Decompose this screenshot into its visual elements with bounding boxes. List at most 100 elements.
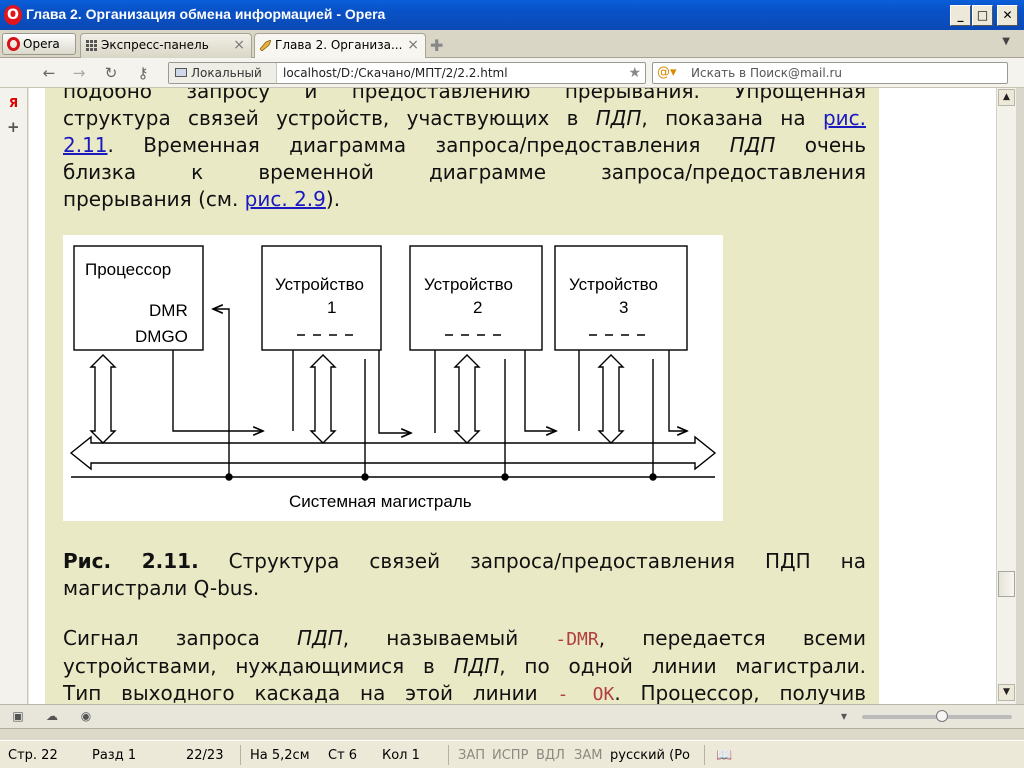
search-engine-icon[interactable]: @▾ <box>657 65 677 80</box>
tab-speed-dial[interactable]: Экспресс-панель × <box>80 33 252 58</box>
tab-label: Экспресс-панель <box>101 38 209 52</box>
panel-sidebar: Я + <box>0 88 28 704</box>
status-track[interactable]: ИСПР <box>492 748 529 763</box>
computer-icon <box>175 68 187 77</box>
text: , называемый <box>342 626 556 650</box>
url-text[interactable]: localhost/D:/Скачано/МПТ/2/2.2.html <box>283 66 508 80</box>
bus-diagram: Процессор DMR DMGO Устройство 1 Устройст… <box>69 245 717 511</box>
text-line: структура связей устройств, участвующих … <box>63 105 866 132</box>
figure-link[interactable]: рис. 2.9 <box>244 187 326 211</box>
yandex-icon[interactable]: Я <box>8 96 19 110</box>
device-3-box <box>554 245 688 351</box>
local-badge[interactable]: Локальный <box>169 63 277 83</box>
status-line: Ст 6 <box>328 748 358 763</box>
caption-label: Рис. 2.11. <box>63 549 199 573</box>
opera-menu-button[interactable]: Opera <box>2 33 76 55</box>
search-input[interactable]: @▾ Искать в Поиск@mail.ru <box>652 62 1008 84</box>
text-line: близка к временной диаграмме запроса/пре… <box>63 160 866 184</box>
status-page: Стр. 22 <box>8 748 58 763</box>
search-placeholder: Искать в Поиск@mail.ru <box>691 66 843 80</box>
text: , передается всеми <box>598 626 867 650</box>
word-status-bar: Стр. 22 Разд 1 22/23 На 5,2см Ст 6 Кол 1… <box>0 740 1024 768</box>
speed-gauge-icon[interactable]: ◉ <box>80 709 92 723</box>
tab-current-page[interactable]: Глава 2. Организа... × <box>254 33 426 59</box>
signal-code: - ОК <box>557 684 615 704</box>
reload-icon[interactable]: ↻ <box>104 64 118 82</box>
zoom-slider[interactable] <box>862 710 1012 722</box>
view-options-icon[interactable]: ▾ <box>840 709 848 723</box>
text-line: устройствами, нуждающимися в ПДП, по одн… <box>63 653 866 680</box>
status-pages: 22/23 <box>186 748 224 763</box>
text-line: Рис. 2.11. Структура связей запроса/пред… <box>63 548 866 575</box>
address-field[interactable]: Локальный localhost/D:/Скачано/МПТ/2/2.2… <box>168 62 646 84</box>
figure-2-11: Процессор DMR DMGO Устройство 1 Устройст… <box>63 235 723 521</box>
panel-toggle-icon[interactable]: ▣ <box>12 709 24 723</box>
system-bus-arrow <box>69 435 717 471</box>
text-line: магистрали Q-bus. <box>63 576 260 600</box>
text-line: прерывания (см. рис. 2.9). <box>63 186 866 213</box>
figure-caption: Рис. 2.11. Структура связей запроса/пред… <box>63 548 866 602</box>
pdp-term: ПДП <box>297 626 343 650</box>
pdp-term: ПДП <box>453 654 500 678</box>
text: . Процессор, получив <box>614 681 866 704</box>
pdp-term: ПДП <box>595 106 642 130</box>
text: ). <box>325 187 341 211</box>
page-viewport[interactable]: подобно запросу и предоставлению прерыва… <box>29 88 996 704</box>
status-overtype[interactable]: ЗАМ <box>574 748 603 763</box>
status-position: На 5,2см <box>250 748 310 763</box>
text: , показана на <box>641 106 823 130</box>
status-language[interactable]: русский (Ро <box>610 748 690 763</box>
spelling-book-icon[interactable]: 📖 <box>716 748 733 763</box>
paragraph-1: подобно запросу и предоставлению прерыва… <box>63 88 866 213</box>
text: устройствами, нуждающимися в <box>63 654 454 678</box>
opera-menu-icon <box>7 37 20 51</box>
navigation-bar: ← → ↻ ⚷ Локальный localhost/D:/Скачано/М… <box>0 58 1024 88</box>
processor-label: Процессор <box>85 260 171 279</box>
scroll-up-icon[interactable]: ▲ <box>998 89 1015 106</box>
status-rec[interactable]: ЗАП <box>458 748 486 763</box>
maximize-button[interactable]: □ <box>972 5 993 26</box>
text-line: подобно запросу и предоставлению прерыва… <box>63 88 866 103</box>
system-bus-label: Системная магистраль <box>289 492 472 511</box>
unite-cloud-icon[interactable]: ☁ <box>46 709 58 723</box>
text: Тип выходного каскада на этой линии <box>63 681 558 704</box>
text-line: 2.11. Временная диаграмма запроса/предос… <box>63 132 866 159</box>
status-extend[interactable]: ВДЛ <box>536 748 565 763</box>
device-1-box <box>261 245 382 351</box>
opera-logo-icon: O <box>4 5 22 25</box>
key-icon[interactable]: ⚷ <box>137 64 149 82</box>
new-tab-icon[interactable]: ✚ <box>430 36 444 55</box>
device-3-num: 3 <box>619 298 628 317</box>
text: Сигнал запроса <box>63 626 298 650</box>
close-tab-icon[interactable]: × <box>233 37 245 53</box>
scroll-down-icon[interactable]: ▼ <box>998 684 1015 701</box>
add-panel-icon[interactable]: + <box>7 118 20 136</box>
scroll-thumb[interactable] <box>998 571 1015 597</box>
close-tab-icon[interactable]: × <box>407 37 419 53</box>
close-button[interactable]: ✕ <box>997 5 1018 26</box>
bookmark-star-icon[interactable]: ★ <box>628 65 641 81</box>
opera-menu-label: Opera <box>23 37 60 51</box>
zoom-slider-knob[interactable] <box>936 710 948 722</box>
figure-link[interactable]: рис. <box>822 106 866 130</box>
processor-box <box>73 245 204 351</box>
window-edge <box>1016 88 1024 704</box>
tab-label: Глава 2. Организа... <box>275 38 403 52</box>
minimize-button[interactable]: _ <box>950 5 971 26</box>
device-1-num: 1 <box>327 298 336 317</box>
text: , по одной линии магистрали. <box>499 654 866 678</box>
speed-dial-icon <box>86 40 97 51</box>
text: . Временная диаграмма запроса/предоставл… <box>107 133 730 157</box>
status-section: Разд 1 <box>92 748 137 763</box>
dmgo-label: DMGO <box>135 327 188 346</box>
figure-link[interactable]: 2.11 <box>63 133 108 157</box>
tab-menu-chevron-icon[interactable]: ▼ <box>1002 36 1010 47</box>
signal-code: -DMR <box>555 629 599 650</box>
device-3-name: Устройство <box>569 275 658 294</box>
text: прерывания (см. <box>63 187 245 211</box>
forward-arrow-icon[interactable]: → <box>72 64 86 82</box>
back-arrow-icon[interactable]: ← <box>42 64 56 82</box>
text-line: Тип выходного каскада на этой линии - ОК… <box>63 680 866 704</box>
vertical-scrollbar[interactable]: ▲ ▼ <box>996 88 1016 704</box>
local-badge-label: Локальный <box>191 66 262 80</box>
